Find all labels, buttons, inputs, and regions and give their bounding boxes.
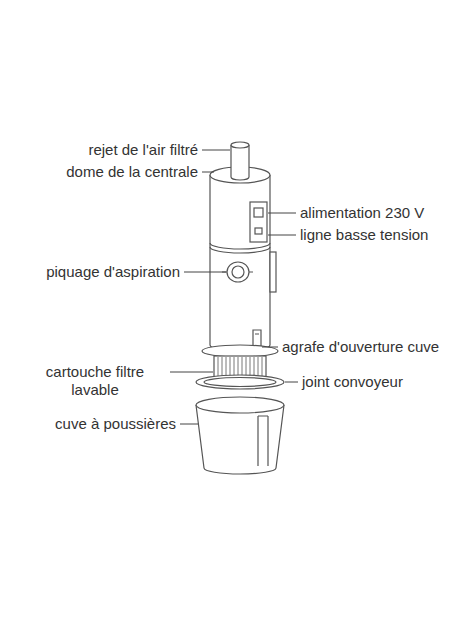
intake-collar	[222, 271, 253, 272]
leader-line	[268, 235, 296, 236]
leader-line	[202, 150, 230, 151]
leader-line	[202, 172, 214, 173]
intake-inner	[232, 266, 244, 278]
exhaust-pipe	[231, 145, 249, 180]
dust-bin-rim	[196, 397, 284, 413]
leader-line	[262, 347, 278, 348]
leader-line	[268, 213, 296, 214]
wall-bracket	[270, 252, 276, 292]
part-label: dome de la centrale	[66, 163, 198, 181]
power-socket	[254, 208, 263, 217]
intake-outer	[227, 262, 249, 282]
exhaust-pipe-top	[231, 142, 249, 148]
dust-bin	[196, 405, 284, 474]
part-label: alimentation 230 V	[300, 204, 424, 222]
bottom-flange	[202, 345, 278, 357]
leader-lines	[170, 150, 298, 424]
dust-bin-slot	[258, 416, 268, 466]
part-label: cartouche filtre lavable	[25, 363, 165, 399]
part-label: joint convoyeur	[302, 373, 403, 391]
leader-line	[184, 272, 226, 273]
part-label: cuve à poussières	[55, 415, 176, 433]
vacuum-unit	[196, 142, 284, 474]
leader-line	[170, 372, 213, 373]
dome-band	[210, 243, 270, 249]
conveyor-seal	[196, 375, 284, 389]
leader-line	[180, 424, 198, 425]
low-voltage-socket	[255, 228, 262, 234]
dome-band	[210, 247, 270, 253]
part-label: agrafe d'ouverture cuve	[282, 338, 439, 356]
part-label: ligne basse tension	[300, 226, 428, 244]
leader-line	[285, 382, 298, 383]
body-cylinder	[210, 175, 270, 351]
electrical-box	[250, 202, 267, 242]
part-label: piquage d'aspiration	[46, 263, 180, 281]
conveyor-seal-inner	[204, 378, 276, 387]
part-label: rejet de l'air filtré	[88, 141, 198, 159]
